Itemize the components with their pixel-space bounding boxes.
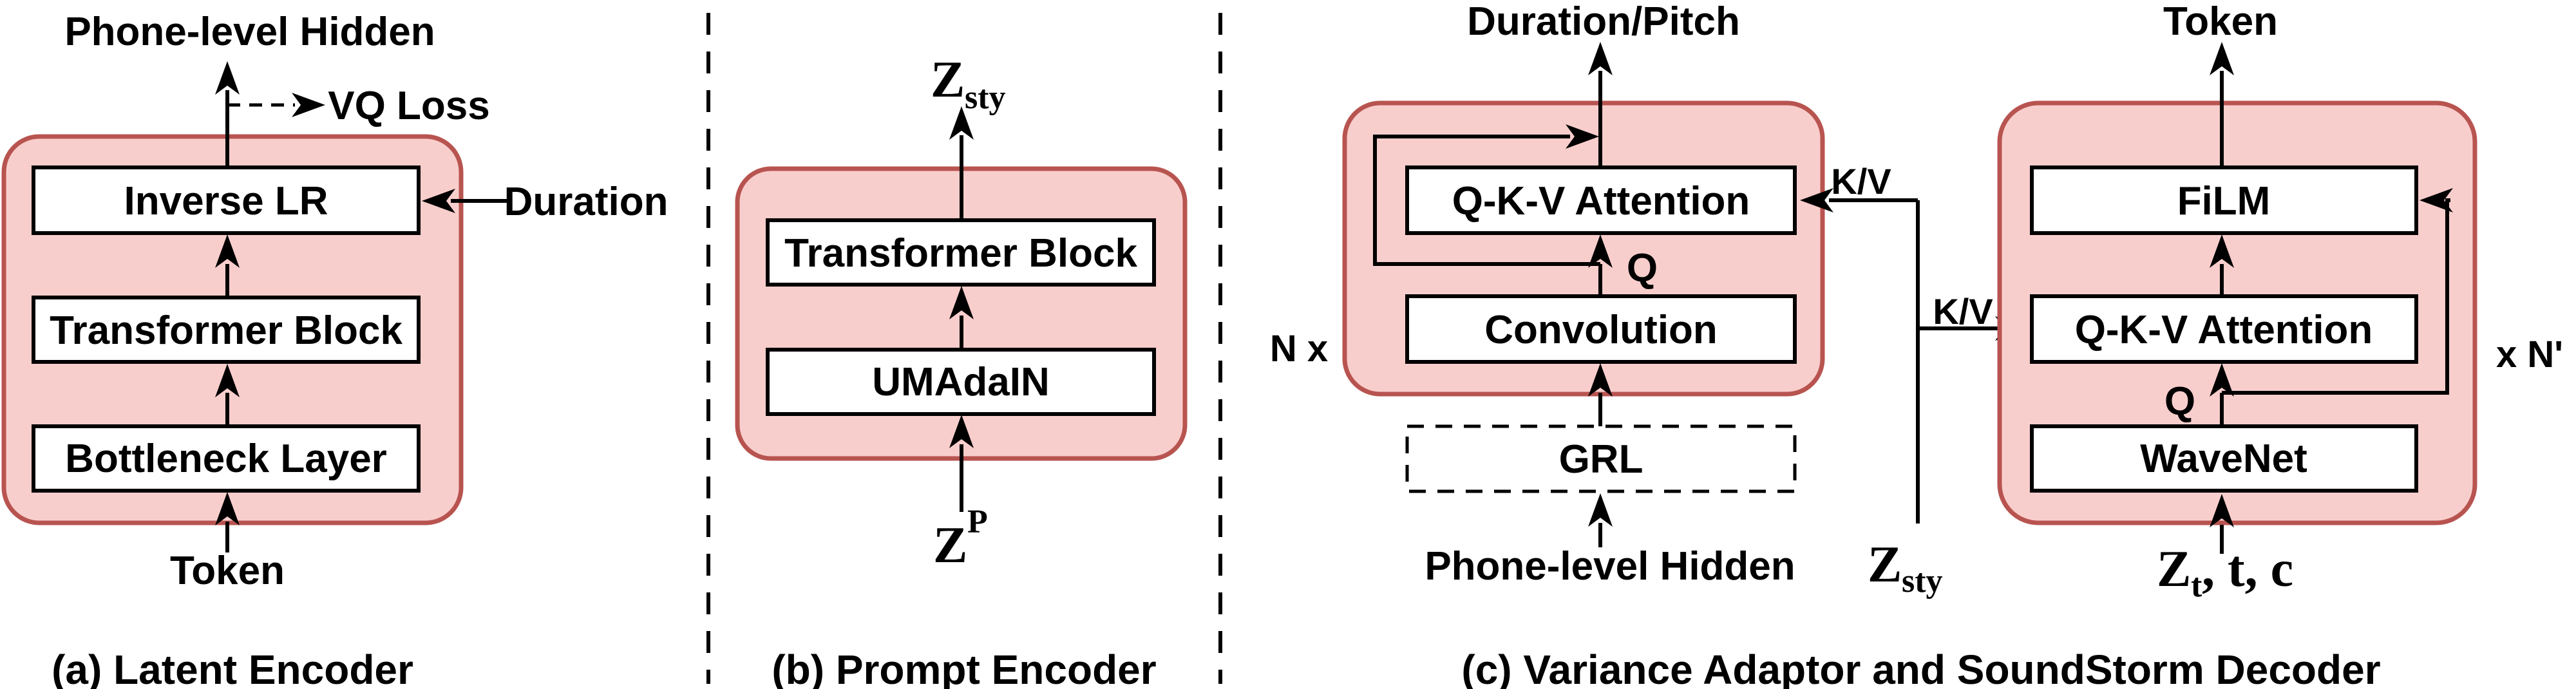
decoder-q-label: Q	[2164, 379, 2195, 424]
style-embedding-bus: Z sty K/V	[1868, 200, 2029, 599]
variance-skip-connection-line	[1373, 135, 1600, 266]
bottleneck-layer-label: Bottleneck Layer	[65, 437, 387, 481]
decoder-output-arrowhead-icon	[2210, 42, 2234, 75]
caption-variance-soundstorm: (c) Variance Adaptor and SoundStorm Deco…	[1461, 647, 2380, 689]
latent-output-arrowhead-icon	[215, 61, 240, 95]
decoder-input-arrowhead-icon	[2210, 494, 2234, 527]
variance-kv-label: K/V	[1831, 161, 1891, 202]
decoder-kv-label: K/V	[1933, 291, 1993, 332]
wavenet-label: WaveNet	[2140, 437, 2307, 481]
duration-label: Duration	[504, 180, 668, 224]
variance-input-arrowhead-icon	[1588, 493, 1613, 527]
film-label: FiLM	[2177, 179, 2271, 223]
panel-soundstorm-decoder: Token FiLM Q-K-V Attention WaveNet Q x N…	[1461, 0, 2563, 689]
arrow-attention-to-film-head-icon	[2210, 234, 2234, 268]
phone-level-hidden-output-label: Phone-level Hidden	[64, 10, 435, 54]
decoder-repeat-label: x N'	[2496, 334, 2563, 375]
zp-input-base-label: Z	[933, 517, 967, 574]
inverse-lr-box	[32, 165, 421, 235]
zp-input-arrowhead-icon	[949, 415, 974, 448]
caption-latent-encoder: (a) Latent Encoder	[52, 647, 413, 689]
qkv-attention-variance-box	[1405, 165, 1797, 235]
vq-loss-arrowhead-icon	[292, 93, 325, 117]
arrow-bottleneck-to-transformer-head-icon	[215, 364, 240, 397]
umadain-box	[766, 348, 1156, 416]
decoder-q-arrowhead-icon	[2210, 363, 2234, 397]
inverse-lr-label: Inverse LR	[124, 179, 328, 223]
qkv-attention-decoder-label: Q-K-V Attention	[2075, 308, 2373, 352]
decoder-skip-arrowhead-icon	[2420, 188, 2453, 212]
variance-skip-arrowhead-icon	[1566, 124, 1599, 149]
wavenet-box	[2030, 424, 2418, 493]
ztc-input-base-label: Z	[2157, 541, 2191, 598]
variance-q-arrowhead-icon	[1588, 234, 1613, 268]
grl-label: GRL	[1559, 437, 1643, 482]
zsty-style-base-label: Z	[1868, 536, 1902, 593]
ztc-input-sub-label: t	[2191, 567, 2202, 604]
transformer-block-b-box	[766, 218, 1156, 287]
token-input-label: Token	[170, 549, 285, 593]
zsty-output-base-label: Z	[931, 52, 965, 108]
convolution-label: Convolution	[1484, 308, 1718, 352]
caption-prompt-encoder: (b) Prompt Encoder	[772, 647, 1156, 689]
phone-level-hidden-input-label: Phone-level Hidden	[1425, 544, 1795, 589]
panel-prompt-encoder: Z sty Transformer Block UMAdaIN Z P (b) …	[735, 52, 1188, 689]
transformer-block-b-label: Transformer Block	[784, 231, 1137, 276]
decoder-skip-connection-line	[2222, 198, 2450, 395]
variance-output-arrowhead-icon	[1588, 42, 1613, 75]
zp-input-sup-label: P	[967, 504, 988, 540]
duration-arrowhead-icon	[422, 189, 455, 213]
panel-latent-encoder: Phone-level Hidden VQ Loss Inverse LR Tr…	[1, 10, 668, 689]
variance-q-label: Q	[1627, 246, 1658, 290]
variance-repeat-label: N x	[1270, 328, 1328, 370]
duration-pitch-output-label: Duration/Pitch	[1467, 0, 1740, 44]
arrow-umadain-to-transformer-head-icon	[949, 286, 974, 319]
panel-variance-adaptor: Duration/Pitch Q-K-V Attention Convoluti…	[1270, 0, 1918, 589]
vq-loss-label: VQ Loss	[328, 84, 490, 128]
prompt-output-arrowhead-icon	[949, 106, 974, 140]
film-box	[2030, 165, 2418, 235]
zsty-style-sub-label: sty	[1902, 563, 1943, 599]
umadain-label: UMAdaIN	[872, 360, 1050, 404]
arrow-grl-to-convolution-head-icon	[1588, 363, 1613, 397]
transformer-block-a-label: Transformer Block	[50, 308, 402, 353]
convolution-box	[1405, 294, 1797, 364]
ztc-input-rest-label: , t, c	[2202, 541, 2293, 598]
arrow-transformer-to-inverse-head-icon	[215, 234, 240, 268]
token-output-label: Token	[2163, 0, 2278, 44]
grl-box	[1405, 424, 1797, 493]
qkv-attention-variance-label: Q-K-V Attention	[1452, 179, 1750, 223]
token-input-arrowhead-icon	[215, 492, 240, 525]
variance-kv-arrowhead-icon	[1800, 188, 1833, 212]
zsty-output-sub-label: sty	[965, 79, 1006, 116]
qkv-attention-decoder-box	[2030, 294, 2418, 364]
